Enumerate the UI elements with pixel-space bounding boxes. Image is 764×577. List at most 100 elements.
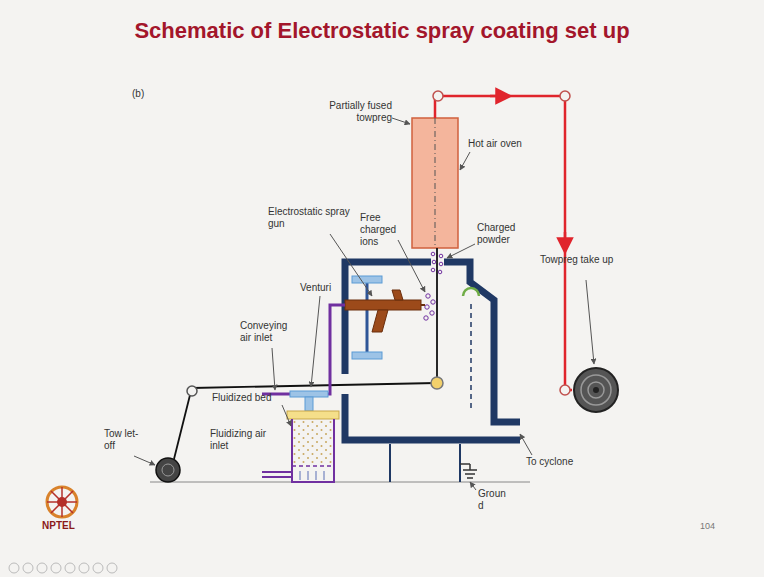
part-label: Towpreg take up [540,254,630,266]
hot-air-oven-part [435,118,436,248]
part-label: Groun d [478,488,512,512]
fluidized-bed-part [293,419,333,464]
leader-lines-part [398,240,425,292]
electrostatic-spray-gun-part [421,304,425,306]
nptel-logo-part-part [51,491,73,513]
electrostatic-spray-gun-part [352,352,382,359]
leader-lines-part [392,118,410,124]
nav-icons [9,563,117,573]
tow-let-off-spool-part [156,458,180,482]
leader-lines-part [520,434,532,455]
hot-air-oven [412,118,458,248]
part-label: Conveying air inlet [240,320,300,344]
slide-number: 104 [700,521,740,532]
charged-powder-part [438,270,442,274]
conveying-tube [262,305,345,394]
fluidized-bed-part-part [308,471,309,480]
towpreg-path-part [433,91,443,101]
free-ions-part [430,311,434,315]
leader-lines-part [134,456,155,465]
part-label: Partially fused towpreg [328,100,392,124]
charged-powder-part [439,254,443,258]
take-up-roll-part [593,387,599,393]
towpreg-path-part [560,385,570,395]
part-label: Fluidizing air inlet [210,428,268,452]
free-ions-part [424,316,428,320]
free-ions-part [426,294,430,298]
leader-lines-part [586,280,594,364]
towpreg-path-part [435,96,572,390]
charged-powder-part [431,268,435,272]
tow-path-part [192,383,436,388]
fluidized-bed-part [262,471,292,473]
free-ions-part [431,300,435,304]
electrostatic-spray-gun-part [372,310,388,332]
nav-icons-part [79,563,89,573]
fluidized-bed [262,411,339,482]
nav-icons-part [65,563,75,573]
fluidized-bed-part-part [300,471,301,480]
part-label: Electrostatic spray gun [268,206,354,230]
booth-leg [389,444,391,482]
take-up-roll-part [574,368,618,412]
spray-booth-part [444,262,520,422]
powder-fall [470,304,472,410]
part-label: Venturi [300,282,350,294]
part-label: Fluidized bed [212,392,288,404]
nav-icons-part [107,563,117,573]
hot-air-oven-part [412,118,458,248]
ground-symbol-part [465,473,475,475]
nav-icons-part [9,563,19,573]
fluidized-bed-part [292,465,334,467]
towpreg-path [433,91,572,395]
electrostatic-spray-gun-part [352,276,382,283]
tow-let-off-spool [156,458,180,482]
leader-lines-part [447,244,475,258]
electrostatic-spray-gun-part [345,300,421,310]
leader-lines-part [272,348,275,390]
fluidized-bed-part [262,476,292,478]
powder-baffle [463,288,479,296]
booth-leg [459,444,461,482]
charged-powder-part [439,262,443,266]
fluidized-bed-part [300,471,324,480]
free-ions-part [425,305,429,309]
tow-path-part [436,248,438,377]
charged-powder-part [431,252,435,256]
towpreg-path-part [560,91,570,101]
charged-powder [431,252,443,274]
free-ions [424,294,435,320]
ground-symbol-part [467,477,473,479]
floor-line [150,482,530,483]
towpreg-path-part [490,95,504,98]
guide-pulley [187,386,197,396]
electrostatic-spray-gun-part [392,290,403,300]
logo-text: NPTEL [42,520,92,532]
leader-lines-part [470,482,476,490]
nptel-logo-part [47,487,77,517]
leader-lines-part [282,405,291,426]
leader-lines [134,118,594,490]
nav-icons-part [51,563,61,573]
charged-powder-part [432,260,436,264]
fluidized-bed-part-part [324,471,325,480]
take-up-roll-part [581,375,611,405]
nav-icons-part [37,563,47,573]
leader-lines-part [460,152,470,170]
take-up-roll-part [588,382,604,398]
towpreg-path-part [564,232,567,246]
ground-symbol-part [469,464,471,470]
panel-letter: (b) [132,88,162,100]
ground-symbol [460,464,477,478]
nav-icons-part [93,563,103,573]
fluidized-bed-part-part [316,471,317,480]
venturi [290,391,328,411]
tow-path-part [174,395,190,459]
part-label: To cyclone [526,456,596,468]
nptel-logo-part-part [51,491,73,513]
venturi-part [290,391,328,397]
ground-symbol-part [463,469,477,471]
nptel-logo-part [47,487,77,517]
spray-booth [345,262,520,440]
